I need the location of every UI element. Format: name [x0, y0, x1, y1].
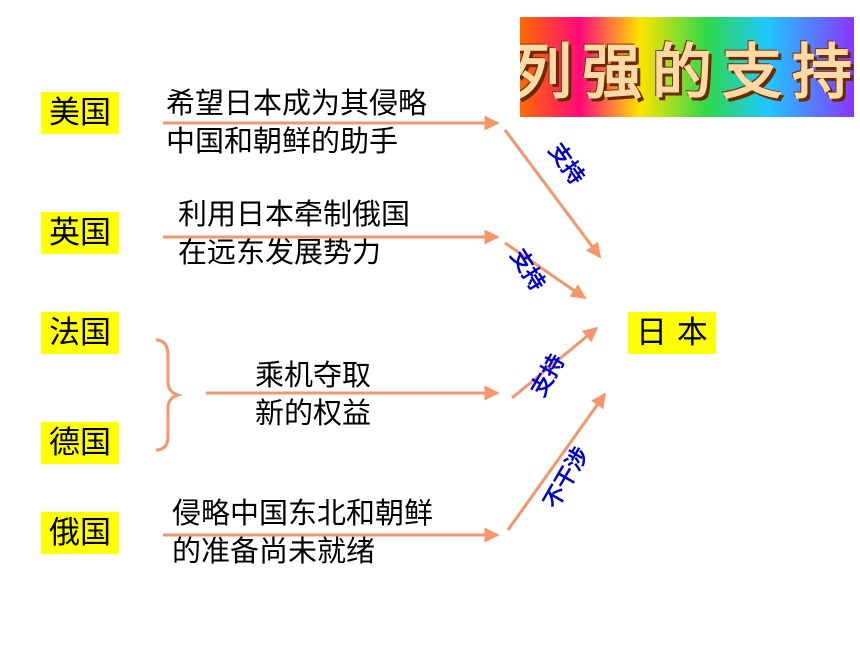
reason-fr-de-line1: 乘机夺取: [255, 358, 372, 392]
reason-fr-de-line2: 新的权益: [255, 396, 372, 430]
arrow-uk-japan: [504, 241, 587, 300]
reason-uk: 利用日本牵制俄国 在远东发展势力: [178, 195, 410, 271]
country-france: 法国: [41, 312, 119, 354]
arrow-usa-japan: [503, 129, 602, 259]
action-usa: 支持: [543, 139, 589, 189]
reason-russia-line1: 侵略中国东北和朝鲜: [172, 496, 434, 530]
brace: [155, 338, 184, 452]
country-russia: 俄国: [41, 512, 119, 554]
action-uk: 支持: [505, 245, 550, 296]
action-russia: 不干涉: [540, 443, 595, 513]
country-usa: 美国: [41, 92, 119, 134]
reason-uk-line1: 利用日本牵制俄国: [178, 197, 411, 231]
reason-uk-line2: 在远东发展势力: [178, 235, 382, 269]
country-germany: 德国: [41, 422, 119, 464]
reason-fr-de: 乘机夺取 新的权益: [255, 356, 371, 432]
target-japan: 日 本: [628, 312, 716, 354]
action-fr-de: 支持: [527, 350, 571, 401]
reason-usa: 希望日本成为其侵略 中国和朝鲜的助手: [166, 84, 427, 160]
reason-russia: 侵略中国东北和朝鲜 的准备尚未就绪: [172, 494, 433, 570]
page-title: 列强的支持: [520, 37, 854, 108]
reason-usa-line1: 希望日本成为其侵略: [166, 86, 428, 120]
arrow-frde-japan: [511, 326, 599, 400]
arrow-russia-japan: [506, 392, 607, 531]
title-banner: 列强的支持: [520, 17, 854, 117]
reason-russia-line2: 的准备尚未就绪: [172, 534, 376, 568]
reason-usa-line2: 中国和朝鲜的助手: [166, 124, 399, 158]
country-uk: 英国: [41, 212, 119, 254]
